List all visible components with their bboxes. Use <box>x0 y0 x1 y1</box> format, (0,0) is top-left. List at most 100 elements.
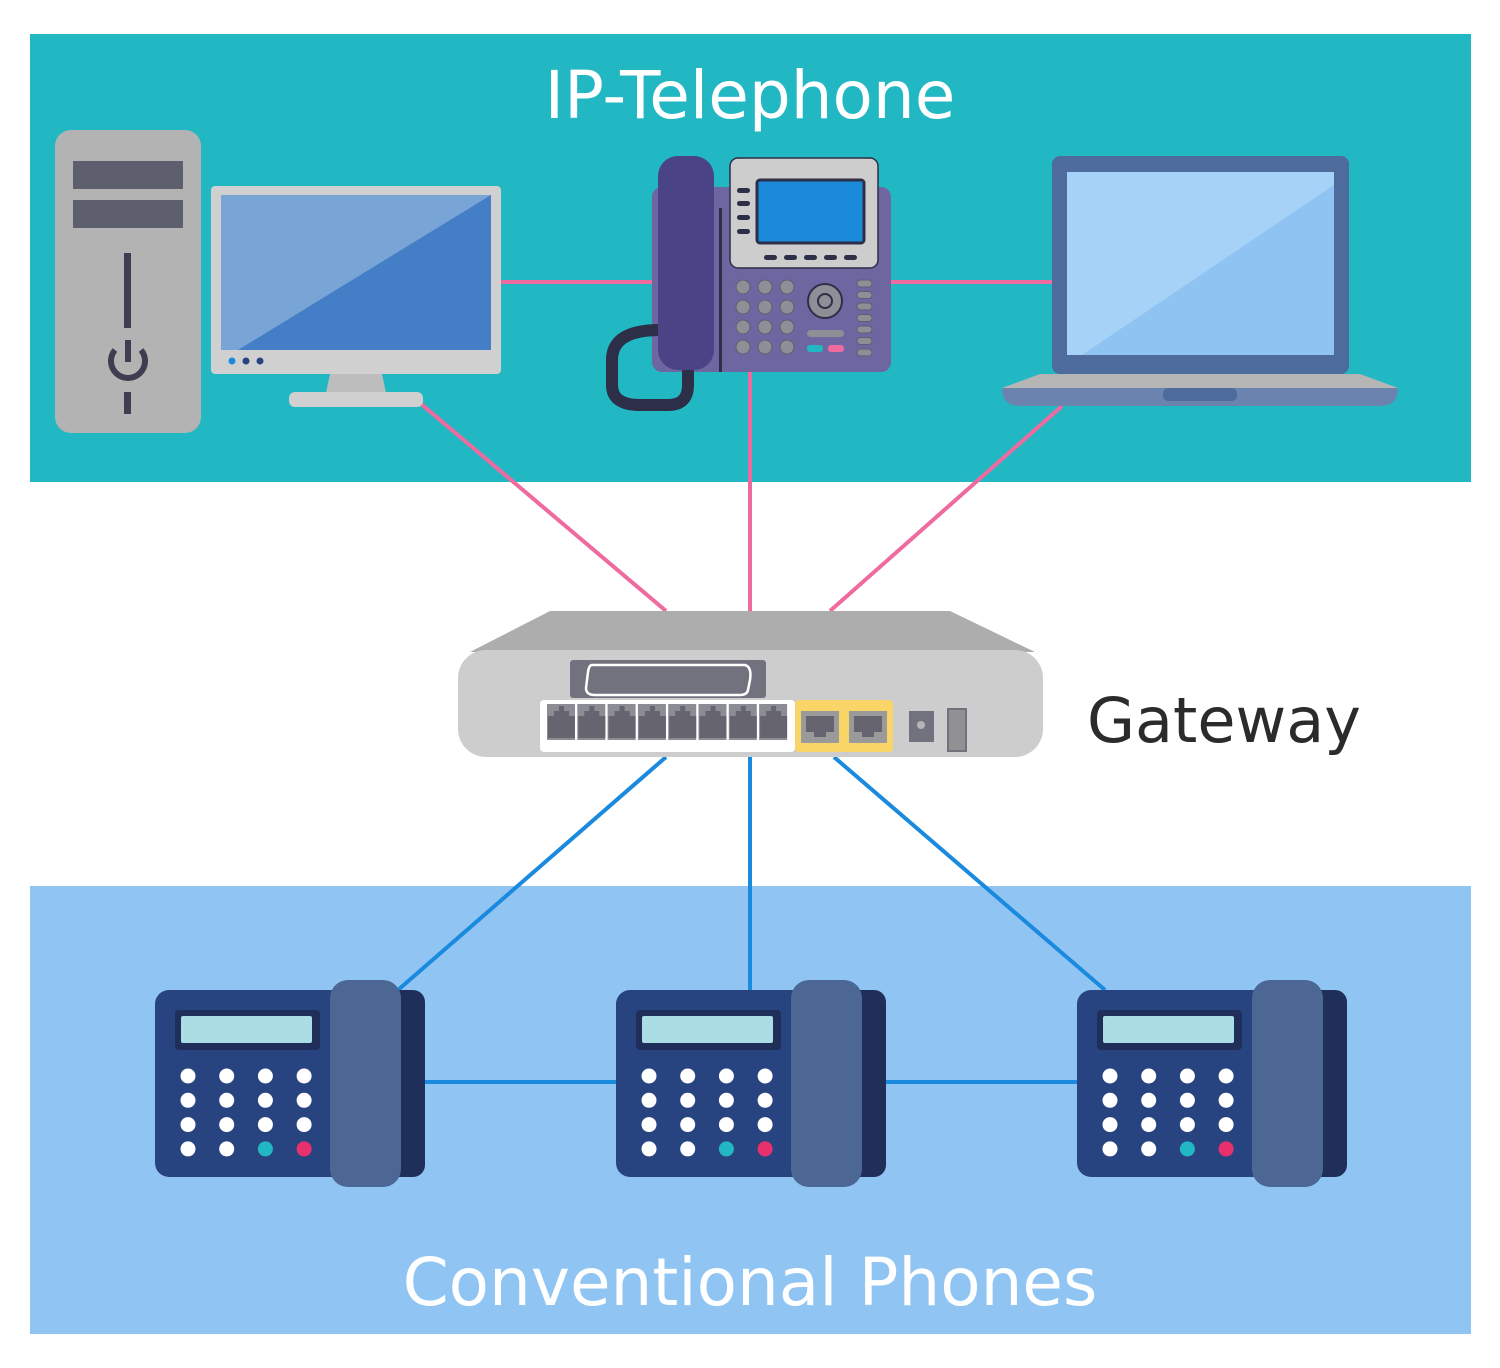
keypad-key <box>779 319 795 335</box>
link-computer-gateway <box>418 401 668 613</box>
soft-keys <box>737 188 857 260</box>
phone-key <box>1179 1117 1195 1133</box>
phone-key <box>296 1117 312 1133</box>
phone-key <box>1218 1141 1234 1157</box>
keypad-key <box>779 279 795 295</box>
phone-key <box>757 1092 773 1108</box>
phone-key <box>757 1068 773 1084</box>
keypad-key <box>779 339 795 355</box>
gateway-top <box>470 611 1035 652</box>
phone-handset <box>791 980 862 1187</box>
gateway-label: Gateway <box>1087 684 1361 757</box>
power-icon <box>108 340 148 381</box>
phone-key <box>296 1092 312 1108</box>
side-keys <box>856 279 873 357</box>
ip-phone[interactable] <box>606 156 891 411</box>
gateway-device[interactable] <box>458 611 1043 757</box>
handset-cord <box>606 324 694 411</box>
phone-key <box>257 1092 273 1108</box>
analog-links <box>396 755 1107 1084</box>
phone-key <box>1141 1068 1157 1084</box>
side-key <box>856 337 873 345</box>
tower-slot <box>124 253 131 328</box>
phone-key <box>296 1141 312 1157</box>
phone-key <box>718 1068 734 1084</box>
screen-glare <box>1082 185 1334 355</box>
phone-key <box>1102 1141 1118 1157</box>
phone-handset <box>330 980 401 1187</box>
keypad-key <box>757 279 773 295</box>
side-key <box>856 314 873 322</box>
phone-key <box>1141 1092 1157 1108</box>
ip-links <box>418 280 1064 613</box>
phone-key <box>718 1141 734 1157</box>
keypad-key <box>757 319 773 335</box>
phone-key <box>296 1068 312 1084</box>
rj11-port-socket <box>548 706 575 738</box>
phone-key <box>757 1141 773 1157</box>
phone-key <box>180 1117 196 1133</box>
ip-telephone-title: IP-Telephone <box>545 57 956 134</box>
phone-key <box>257 1117 273 1133</box>
rj11-port-socket <box>760 706 788 738</box>
keypad-key <box>735 339 751 355</box>
laptop-deck <box>1002 374 1398 388</box>
phone-key <box>1218 1068 1234 1084</box>
phone-key <box>1102 1068 1118 1084</box>
side-key <box>856 291 873 299</box>
divider <box>719 208 722 372</box>
keypad-key <box>735 319 751 335</box>
phone-key <box>257 1068 273 1084</box>
phone-key <box>641 1092 657 1108</box>
link-laptop-gateway <box>828 404 1064 613</box>
link-gateway-phone-1 <box>396 755 668 992</box>
phone-key <box>1218 1092 1234 1108</box>
tower-slot <box>124 392 131 414</box>
phone-key <box>718 1092 734 1108</box>
desktop-computer[interactable] <box>55 130 501 433</box>
phone-key <box>641 1141 657 1157</box>
laptop-notch <box>1163 388 1237 401</box>
phone-key <box>219 1092 235 1108</box>
conventional-phones <box>155 980 1347 1187</box>
phone-key <box>718 1117 734 1133</box>
monitor <box>211 186 501 407</box>
phone-key <box>1141 1117 1157 1133</box>
rj11-port-socket <box>729 706 757 738</box>
key-teal <box>807 345 823 352</box>
phone-key <box>219 1117 235 1133</box>
phone-key <box>1179 1141 1195 1157</box>
phone-key <box>680 1092 696 1108</box>
power-switch[interactable] <box>947 708 967 752</box>
phone-ports <box>547 704 788 740</box>
keypad-key <box>779 299 795 315</box>
phone-key <box>219 1068 235 1084</box>
phone-key <box>180 1068 196 1084</box>
phone-key <box>641 1068 657 1084</box>
phone-display <box>181 1016 312 1043</box>
ipphone-handset <box>658 156 714 370</box>
phone-key <box>1102 1117 1118 1133</box>
rj11-port-socket <box>699 706 727 738</box>
conventional-phone-1[interactable] <box>155 980 425 1187</box>
phone-display <box>1103 1016 1234 1043</box>
rj11-port-socket <box>669 706 697 738</box>
phone-key <box>1218 1117 1234 1133</box>
phone-key <box>219 1141 235 1157</box>
phone-key <box>680 1117 696 1133</box>
phone-key <box>641 1117 657 1133</box>
phone-key <box>1179 1068 1195 1084</box>
laptop[interactable] <box>1002 156 1398 406</box>
conventional-phone-3[interactable] <box>1077 980 1347 1187</box>
key-pink <box>828 345 844 352</box>
serial-port-outline <box>584 663 752 697</box>
phone-key <box>1102 1092 1118 1108</box>
conventional-phone-2[interactable] <box>616 980 886 1187</box>
rj11-port-socket <box>638 706 666 738</box>
side-key <box>856 325 873 334</box>
power-jack-hole <box>917 721 925 729</box>
side-key <box>856 348 873 357</box>
phone-display <box>642 1016 773 1043</box>
keypad-key <box>735 279 751 295</box>
